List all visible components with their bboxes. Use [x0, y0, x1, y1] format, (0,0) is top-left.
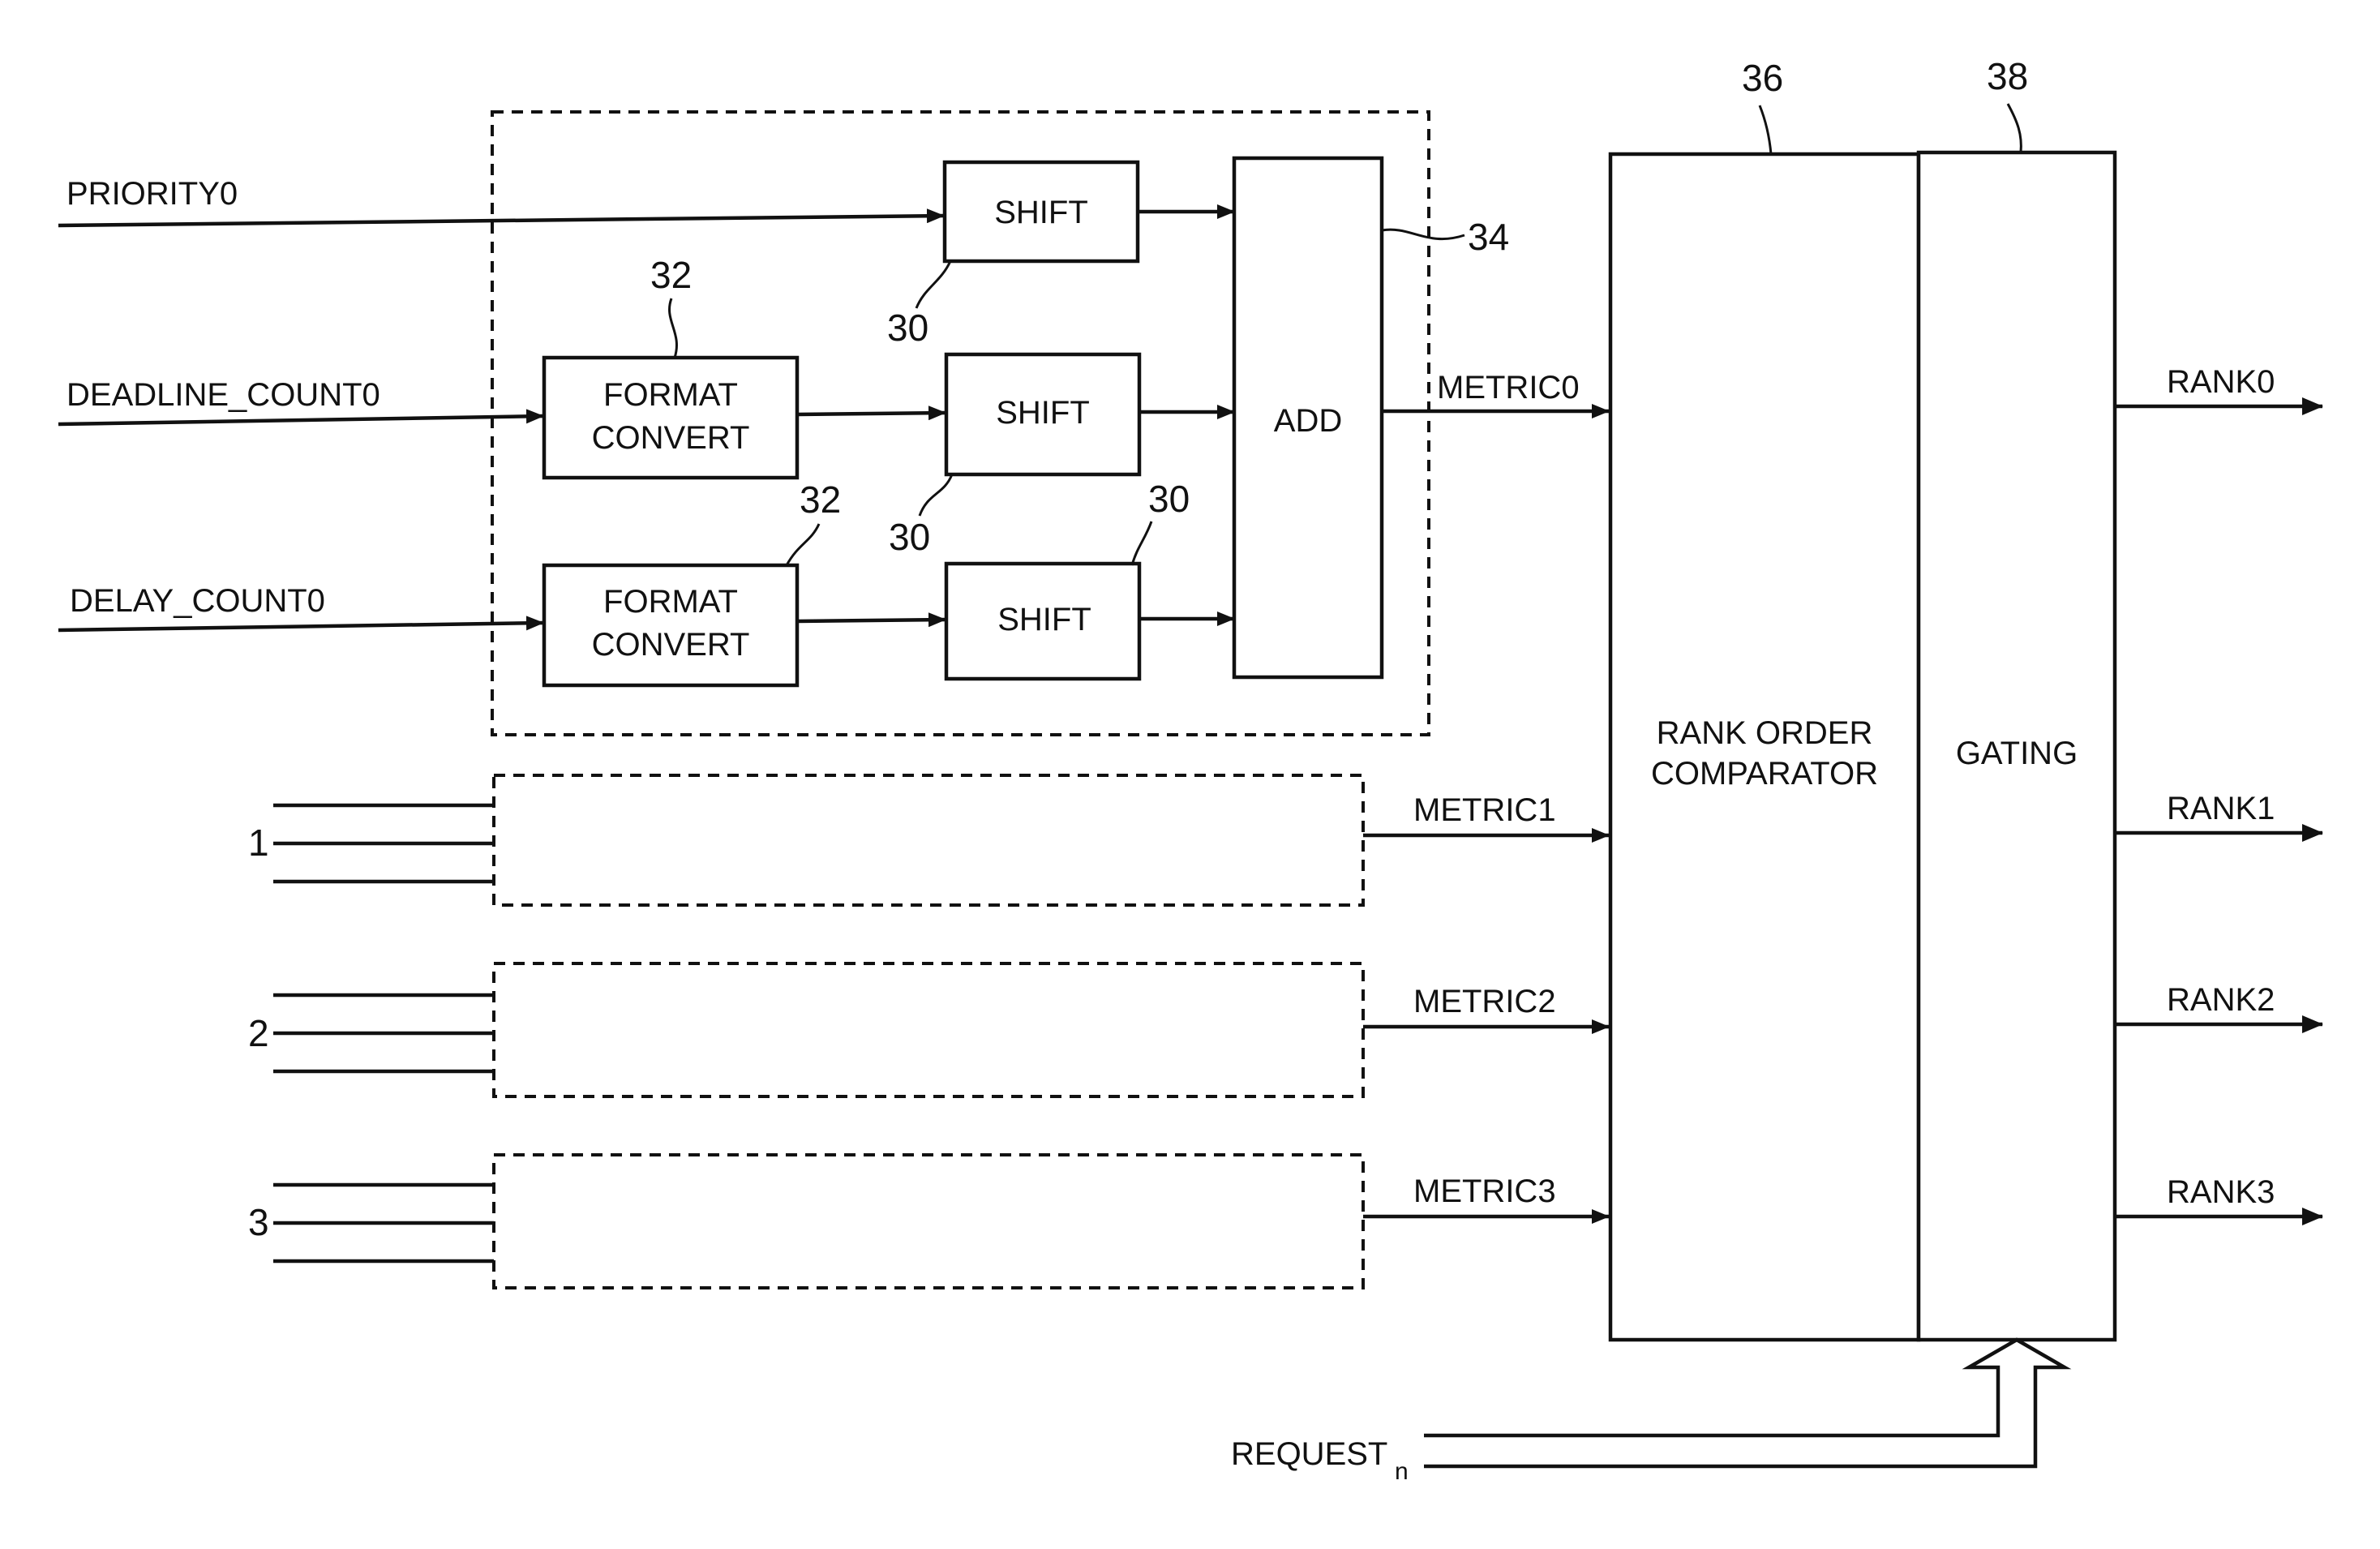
priority-wire — [58, 216, 944, 225]
add-block: ADD — [1234, 158, 1382, 677]
format-convert-line1: FORMAT — [603, 377, 738, 413]
leader-line — [916, 261, 950, 308]
request-bus — [1424, 1340, 2065, 1466]
add-label: ADD — [1274, 403, 1342, 439]
comparator-line1: RANK ORDER — [1657, 715, 1873, 751]
metric2-label: METRIC2 — [1413, 984, 1556, 1019]
deadline-input-label: DEADLINE_COUNT0 — [66, 377, 380, 413]
channel3-group: 3 — [248, 1155, 1363, 1288]
ref-shifter-top: 30 — [887, 307, 928, 349]
format-convert-line2: CONVERT — [592, 420, 750, 456]
gating-block: GATING — [1919, 152, 2115, 1340]
request-subscript: n — [1395, 1458, 1409, 1485]
channel2-label: 2 — [248, 1012, 269, 1054]
metric1-label: METRIC1 — [1413, 792, 1556, 828]
leader-line — [920, 474, 952, 516]
format-to-shift-wire — [797, 413, 946, 414]
rank2-label: RANK2 — [2167, 982, 2275, 1018]
comparator-line2: COMPARATOR — [1651, 756, 1878, 792]
channel3-label: 3 — [248, 1201, 269, 1243]
leader-line — [1132, 521, 1151, 565]
leader-line — [670, 298, 677, 358]
priority-input-label: PRIORITY0 — [66, 176, 238, 212]
shift-label: SHIFT — [997, 602, 1091, 637]
request-text: REQUEST — [1231, 1436, 1387, 1472]
metric3-label: METRIC3 — [1413, 1174, 1556, 1209]
ref-gating: 38 — [1987, 55, 2028, 97]
format-to-shift-wire — [797, 620, 946, 621]
shift-block-delay: SHIFT — [946, 564, 1139, 679]
format-convert-line2: CONVERT — [592, 627, 750, 663]
rank0-label: RANK0 — [2167, 364, 2275, 400]
channel1-group: 1 — [248, 775, 1363, 905]
rank3-label: RANK3 — [2167, 1174, 2275, 1210]
ref-converter-top: 32 — [650, 254, 692, 296]
ref-converter-bottom: 32 — [800, 478, 841, 521]
format-convert-block-delay: FORMAT CONVERT — [544, 565, 797, 685]
leader-line — [1382, 230, 1464, 238]
ref-adder: 34 — [1468, 216, 1509, 258]
shift-block-priority: SHIFT — [945, 162, 1138, 261]
rank1-label: RANK1 — [2167, 791, 2275, 826]
leader-line — [787, 524, 819, 565]
ref-shifter-bottom: 30 — [1148, 478, 1190, 520]
gating-label: GATING — [1956, 736, 2078, 771]
metric0-label: METRIC0 — [1437, 370, 1580, 405]
rank-order-comparator-block: RANK ORDER COMPARATOR — [1610, 154, 1919, 1340]
delay-wire — [58, 623, 543, 630]
channel1-label: 1 — [248, 822, 269, 864]
shift-label: SHIFT — [996, 395, 1090, 431]
shift-block-deadline: SHIFT — [946, 354, 1139, 474]
request-label: REQUEST — [1231, 1436, 1387, 1472]
channel2-group: 2 — [248, 963, 1363, 1096]
format-convert-line1: FORMAT — [603, 584, 738, 620]
delay-input-label: DELAY_COUNT0 — [70, 583, 325, 619]
format-convert-block-deadline: FORMAT CONVERT — [544, 358, 797, 478]
leader-line — [2008, 104, 2021, 152]
leader-line — [1760, 105, 1771, 154]
shift-label: SHIFT — [994, 195, 1088, 230]
ref-comparator: 36 — [1742, 57, 1783, 99]
ref-shifter-middle: 30 — [889, 516, 930, 558]
deadline-wire — [58, 416, 543, 424]
